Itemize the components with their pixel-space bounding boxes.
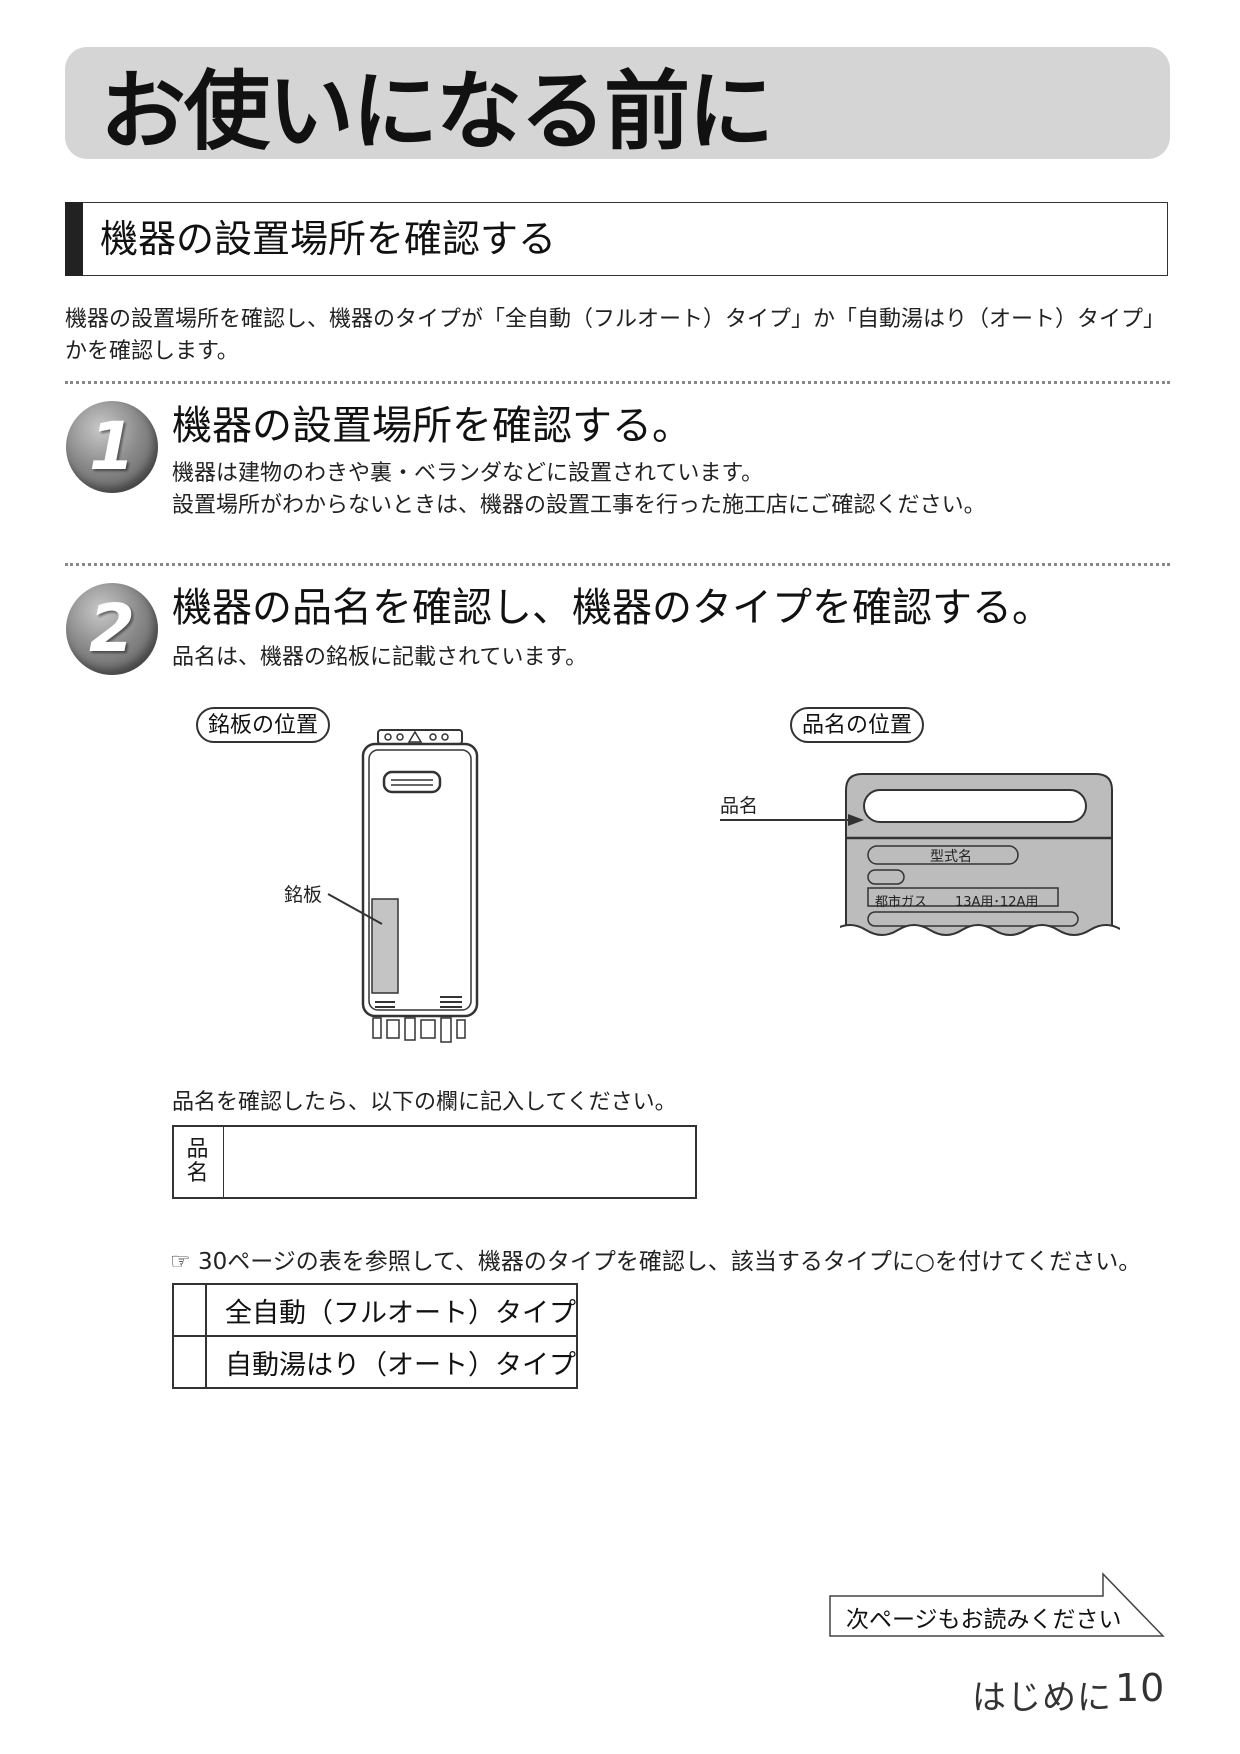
step-2-title: 機器の品名を確認し、機器のタイプを確認する。 xyxy=(172,585,1052,631)
nameplate-callout-label: 銘板 xyxy=(284,884,323,906)
water-heater-illustration xyxy=(361,729,479,1043)
type-full-auto-mark-cell xyxy=(172,1283,207,1337)
section-heading-bar xyxy=(65,202,83,276)
page-title-banner xyxy=(65,47,1170,159)
type-selection-table: 全自動（フルオート）タイプ 自動湯はり（オート）タイプ xyxy=(172,1283,578,1389)
step-1-title: 機器の設置場所を確認する。 xyxy=(172,403,692,449)
product-name-arrow xyxy=(720,814,864,826)
product-name-label-char-1: 品 xyxy=(186,1137,209,1162)
nameplate-position-caption: 銘板の位置 xyxy=(196,707,331,743)
table-row: 全自動（フルオート）タイプ xyxy=(172,1283,578,1337)
nameplate-closeup-illustration xyxy=(840,773,1120,945)
type-reference-text: 30ページの表を参照して、機器のタイプを確認し、該当するタイプに○を付けてくださ… xyxy=(197,1249,1142,1275)
step-2-line-1: 品名は、機器の銘板に記載されています。 xyxy=(172,645,588,670)
product-name-callout-label: 品名 xyxy=(720,795,759,817)
name-entry-instruction: 品名を確認したら、以下の欄に記入してください。 xyxy=(172,1090,677,1115)
step-1-number: 1 xyxy=(89,408,135,485)
intro-text: 機器の設置場所を確認し、機器のタイプが「全自動（フルオート）タイプ」か「自動湯は… xyxy=(65,307,1166,364)
type-reference-note: ☞ 30ページの表を参照して、機器のタイプを確認し、該当するタイプに○を付けてく… xyxy=(170,1242,1141,1276)
pointing-hand-icon: ☞ xyxy=(170,1249,191,1275)
gas-type-value: 13A用･12A用 xyxy=(955,895,1039,910)
step-2-circle-icon: 2 xyxy=(66,583,158,675)
page-title: お使いになる前に xyxy=(100,62,774,162)
step-1-line-1: 機器は建物のわきや裏・ベランダなどに設置されています。 xyxy=(172,461,764,486)
footer-section-name: はじめに xyxy=(972,1678,1112,1718)
dotted-divider xyxy=(65,563,1170,566)
name-position-caption: 品名の位置 xyxy=(790,707,925,743)
next-page-note: 次ページもお読みください xyxy=(846,1607,1122,1633)
model-name-label: 型式名 xyxy=(930,849,972,865)
type-auto-label: 自動湯はり（オート）タイプ xyxy=(205,1335,578,1389)
product-name-entry-label: 品 名 xyxy=(172,1125,224,1199)
nameplate-callout-line xyxy=(327,893,383,925)
product-name-label-char-2: 名 xyxy=(186,1161,209,1186)
dotted-divider xyxy=(65,381,1170,384)
step-1-line-2: 設置場所がわからないときは、機器の設置工事を行った施工店にご確認ください。 xyxy=(172,493,986,518)
section-heading: 機器の設置場所を確認する xyxy=(100,217,557,261)
type-auto-mark-cell xyxy=(172,1335,207,1389)
step-2-number: 2 xyxy=(89,590,135,667)
type-full-auto-label: 全自動（フルオート）タイプ xyxy=(205,1283,578,1337)
table-row: 自動湯はり（オート）タイプ xyxy=(172,1335,578,1389)
next-page-arrow-icon xyxy=(829,1572,1165,1637)
product-name-entry-box xyxy=(172,1125,697,1199)
step-1-circle-icon: 1 xyxy=(66,401,158,493)
gas-type-label: 都市ガス xyxy=(875,895,928,910)
page-number: 10 xyxy=(1115,1666,1166,1710)
